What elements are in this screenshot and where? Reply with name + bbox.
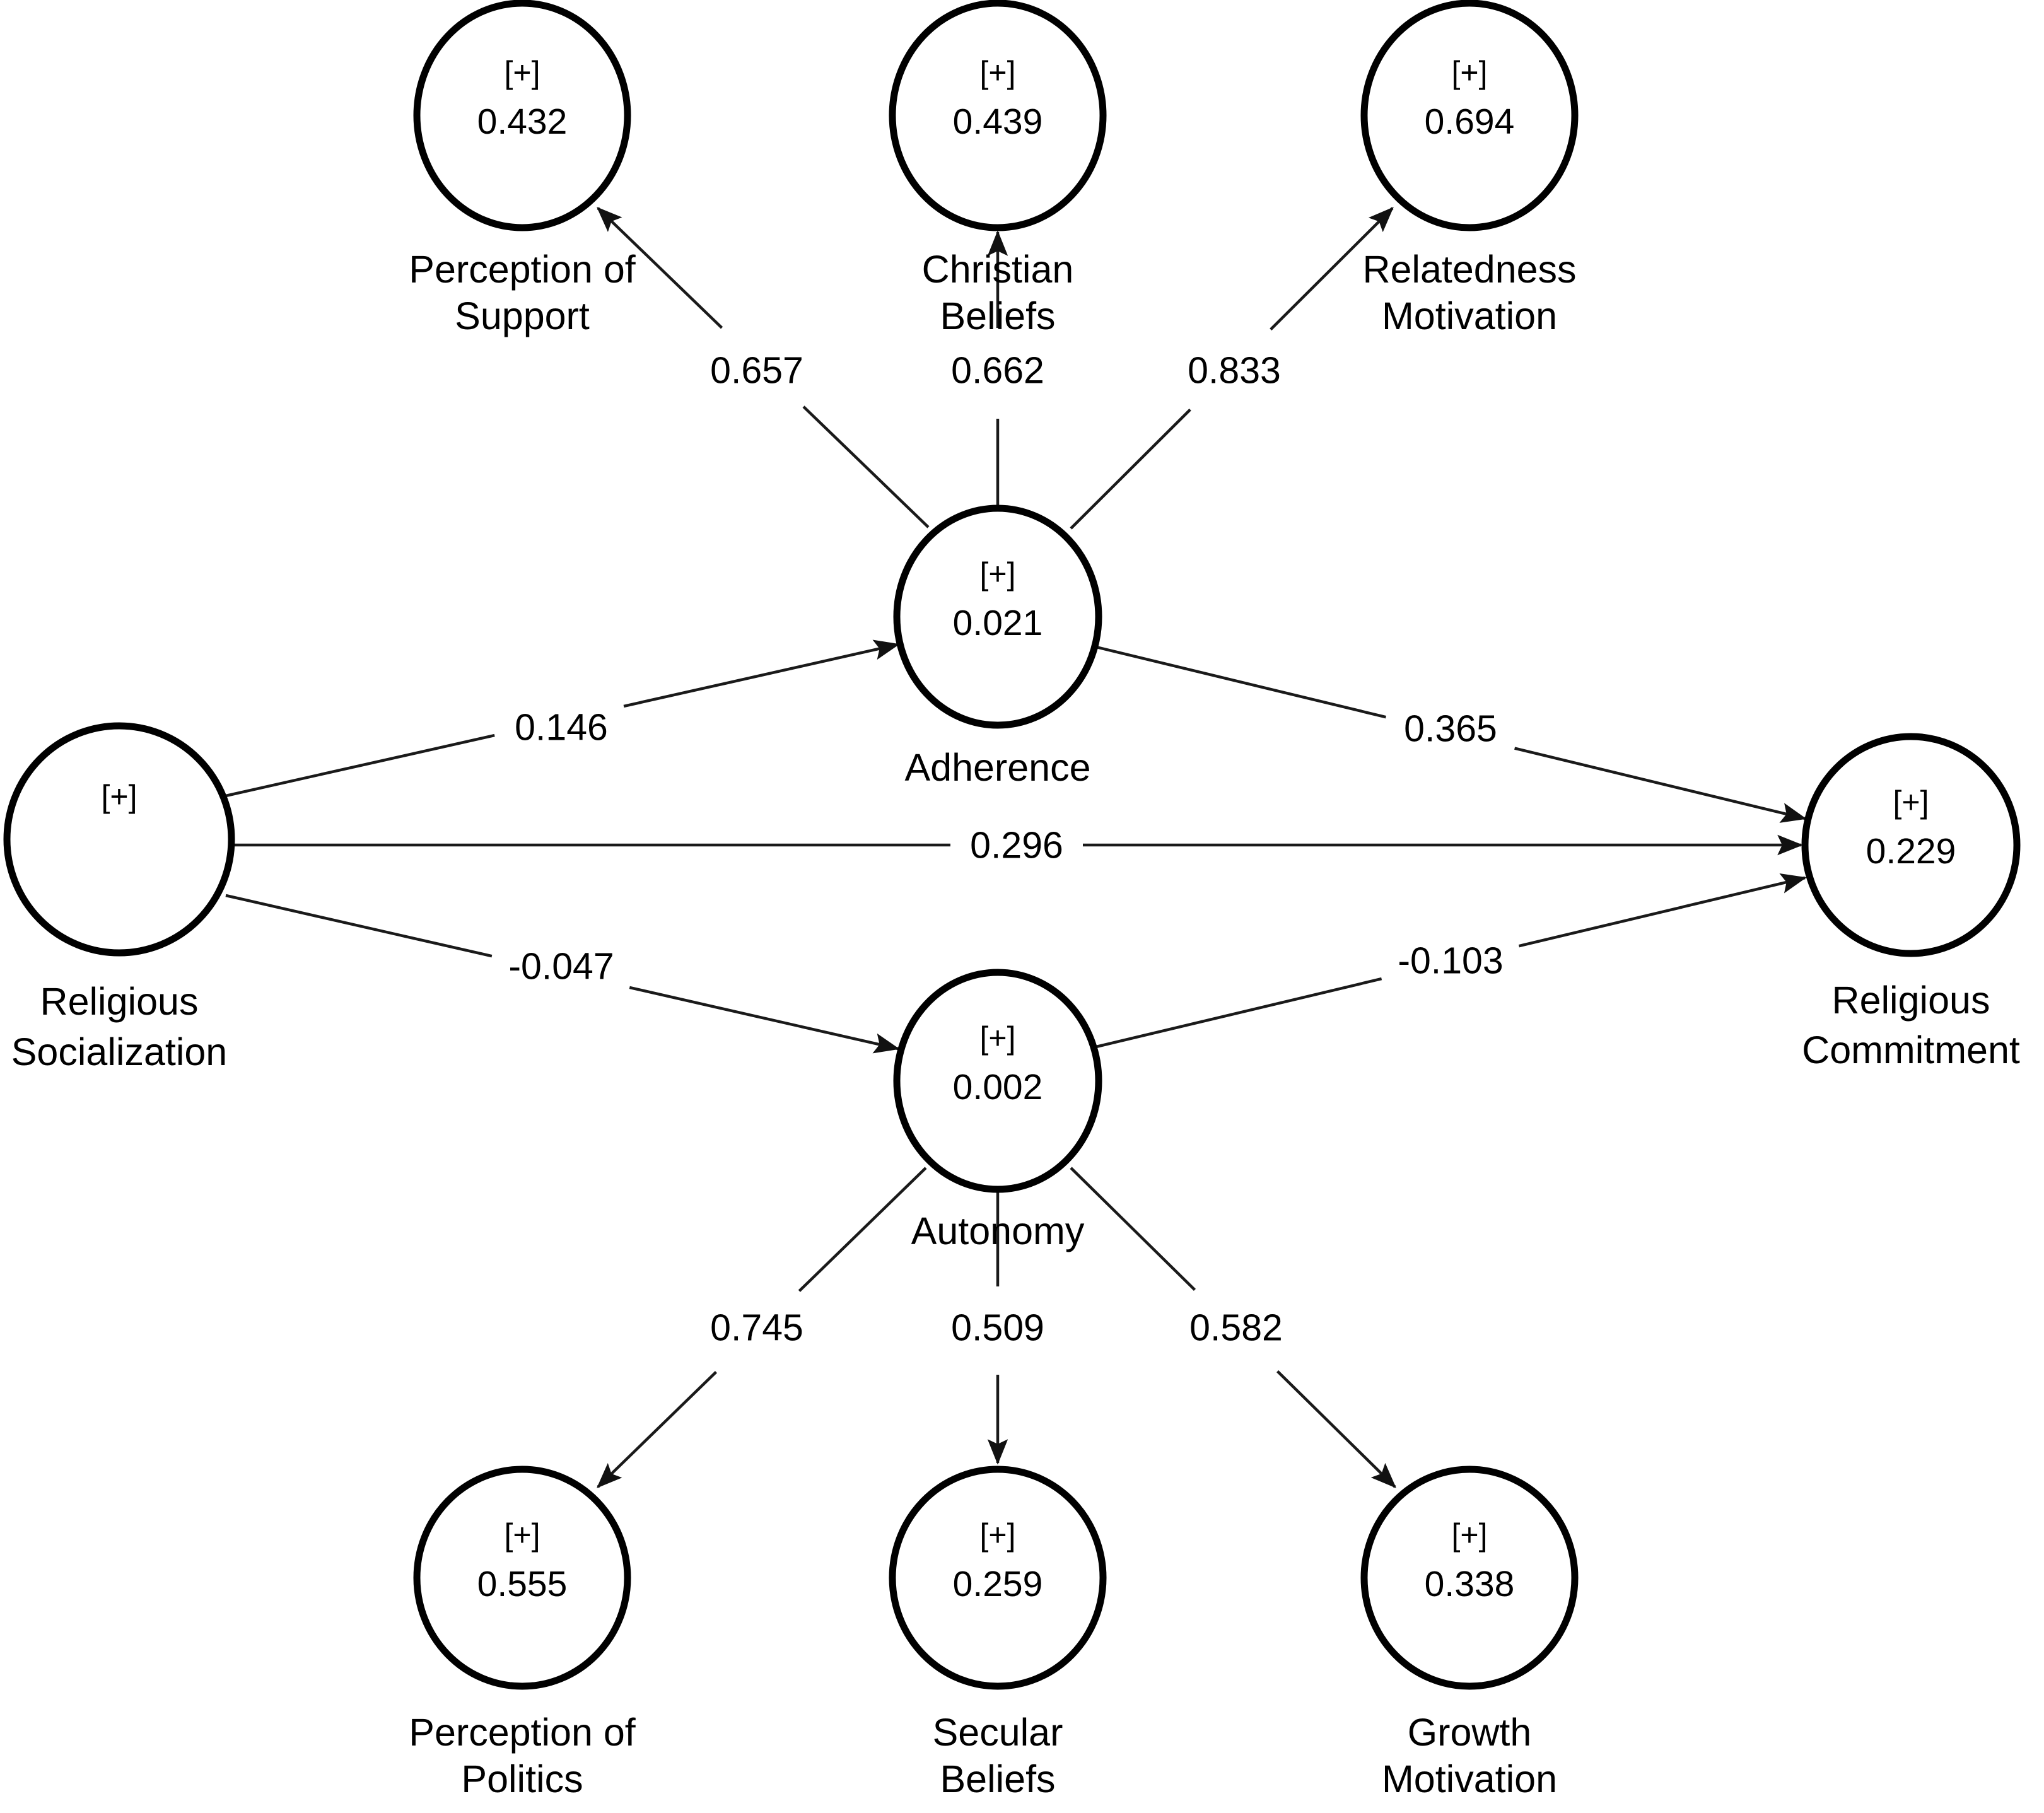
path-arrow-religious-socialization-to-autonomy [225,894,900,1054]
node-r-squared-value: 0.021 [953,603,1043,643]
edge-segment-start [1095,645,1387,719]
node-r-squared-value: 0.002 [953,1067,1043,1107]
edge-segment-end [1270,207,1394,331]
node-r-squared-value: 0.432 [477,102,568,142]
node-sign-marker: [+] [102,779,137,814]
edge-segment-end [1514,747,1807,823]
node-circle [889,1466,1107,1690]
node-label-line-2: Support [455,294,590,337]
edge-segment-end [629,986,900,1054]
node-label-line-1: Religious [1832,979,1990,1022]
node-sign-marker: [+] [505,55,540,90]
path-coefficient-adherence-to-perception-of-support: 0.657 [710,350,803,392]
node-circle [413,1466,631,1690]
node-r-squared-value: 0.439 [953,102,1043,142]
path-arrow-adherence-to-religious-commitment [1095,645,1807,823]
node-label-line-1: Autonomy [911,1210,1085,1252]
edge-segment-end [623,639,900,708]
path-coefficient-adherence-to-religious-commitment: 0.365 [1404,708,1497,750]
path-coefficient-religious-socialization-to-religious-commitment: 0.296 [970,825,1063,866]
path-coefficient-autonomy-to-growth-motivation: 0.582 [1189,1307,1283,1349]
node-sign-marker: [+] [1893,784,1929,820]
node-sign-marker: [+] [980,55,1016,90]
node-sign-marker: [+] [505,1517,540,1553]
path-coefficient-adherence-to-christian-beliefs: 0.662 [951,350,1044,392]
node-label-line-2: Beliefs [940,1758,1055,1800]
node-sign-marker: [+] [980,1517,1016,1553]
edge-segment-start [225,733,495,798]
edge-segment-end [597,207,723,329]
node-circle [1360,1466,1579,1690]
edge-labels-layer: 0.657 0.662 0.833 0.146 0.296 -0.047 0.365 -0.1… [508,350,1503,1349]
path-arrow-adherence-to-perception-of-support [597,207,930,528]
node-circle [1801,733,2021,957]
path-coefficient-religious-socialization-to-adherence: 0.146 [515,707,608,749]
node-r-squared-value: 0.694 [1425,102,1515,142]
node-r-squared-value: 0.229 [1866,831,1956,872]
node-label-line-1: Perception of [409,248,636,291]
node-label-line-2: Socialization [11,1030,227,1073]
edge-segment-start [802,405,930,528]
node-label-line-2: Motivation [1382,1758,1557,1800]
node-circle [893,969,1102,1193]
path-coefficient-religious-socialization-to-autonomy: -0.047 [508,946,614,988]
node-label-line-1: Secular [933,1711,1063,1754]
edge-segment-start [225,894,493,958]
path-coefficient-autonomy-to-secular-beliefs: 0.509 [951,1307,1044,1349]
path-coefficient-autonomy-to-religious-commitment: -0.103 [1398,940,1503,982]
edge-segment-start [1095,977,1382,1049]
node-r-squared-value: 0.555 [477,1564,568,1604]
node-circle [1360,0,1579,231]
edge-segment-end [1518,873,1807,948]
edges-layer [225,207,1807,1488]
path-arrow-autonomy-to-growth-motivation [1070,1167,1396,1488]
node-sign-marker: [+] [980,1020,1016,1056]
path-arrow-autonomy-to-perception-of-politics [597,1167,927,1488]
node-label-line-1: Growth [1408,1711,1532,1754]
node-circle [3,722,235,957]
path-coefficient-autonomy-to-perception-of-politics: 0.745 [710,1307,803,1349]
edge-segment-end [597,1370,718,1488]
node-label-line-1: Religious [40,980,199,1023]
node-circle [889,0,1107,231]
node-sign-marker: [+] [980,556,1016,592]
node-circle [893,504,1102,729]
node-r-squared-value: 0.338 [1425,1564,1515,1604]
node-label-line-2: Politics [461,1758,583,1800]
path-arrow-adherence-to-relatedness-motivation [1070,207,1394,530]
path-coefficient-adherence-to-relatedness-motivation: 0.833 [1188,350,1281,392]
path-arrow-autonomy-to-religious-commitment [1095,873,1807,1049]
node-circle [413,0,631,231]
node-label-line-1: Christian [922,248,1074,291]
node-label-line-2: Commitment [1802,1029,2020,1071]
edge-segment-end [1276,1370,1396,1488]
node-label-line-2: Motivation [1382,294,1557,337]
edge-segment-start [798,1167,927,1292]
node-label-line-1: Adherence [904,746,1090,789]
node-label-line-1: Relatedness [1362,248,1576,291]
node-label-line-1: Perception of [409,1711,636,1754]
node-sign-marker: [+] [1452,55,1488,90]
node-label-line-2: Beliefs [940,294,1055,337]
edge-segment-start [1070,408,1191,530]
node-sign-marker: [+] [1452,1517,1488,1553]
node-r-squared-value: 0.259 [953,1564,1043,1604]
path-arrow-religious-socialization-to-adherence [225,639,900,798]
edge-segment-start [1070,1167,1196,1291]
